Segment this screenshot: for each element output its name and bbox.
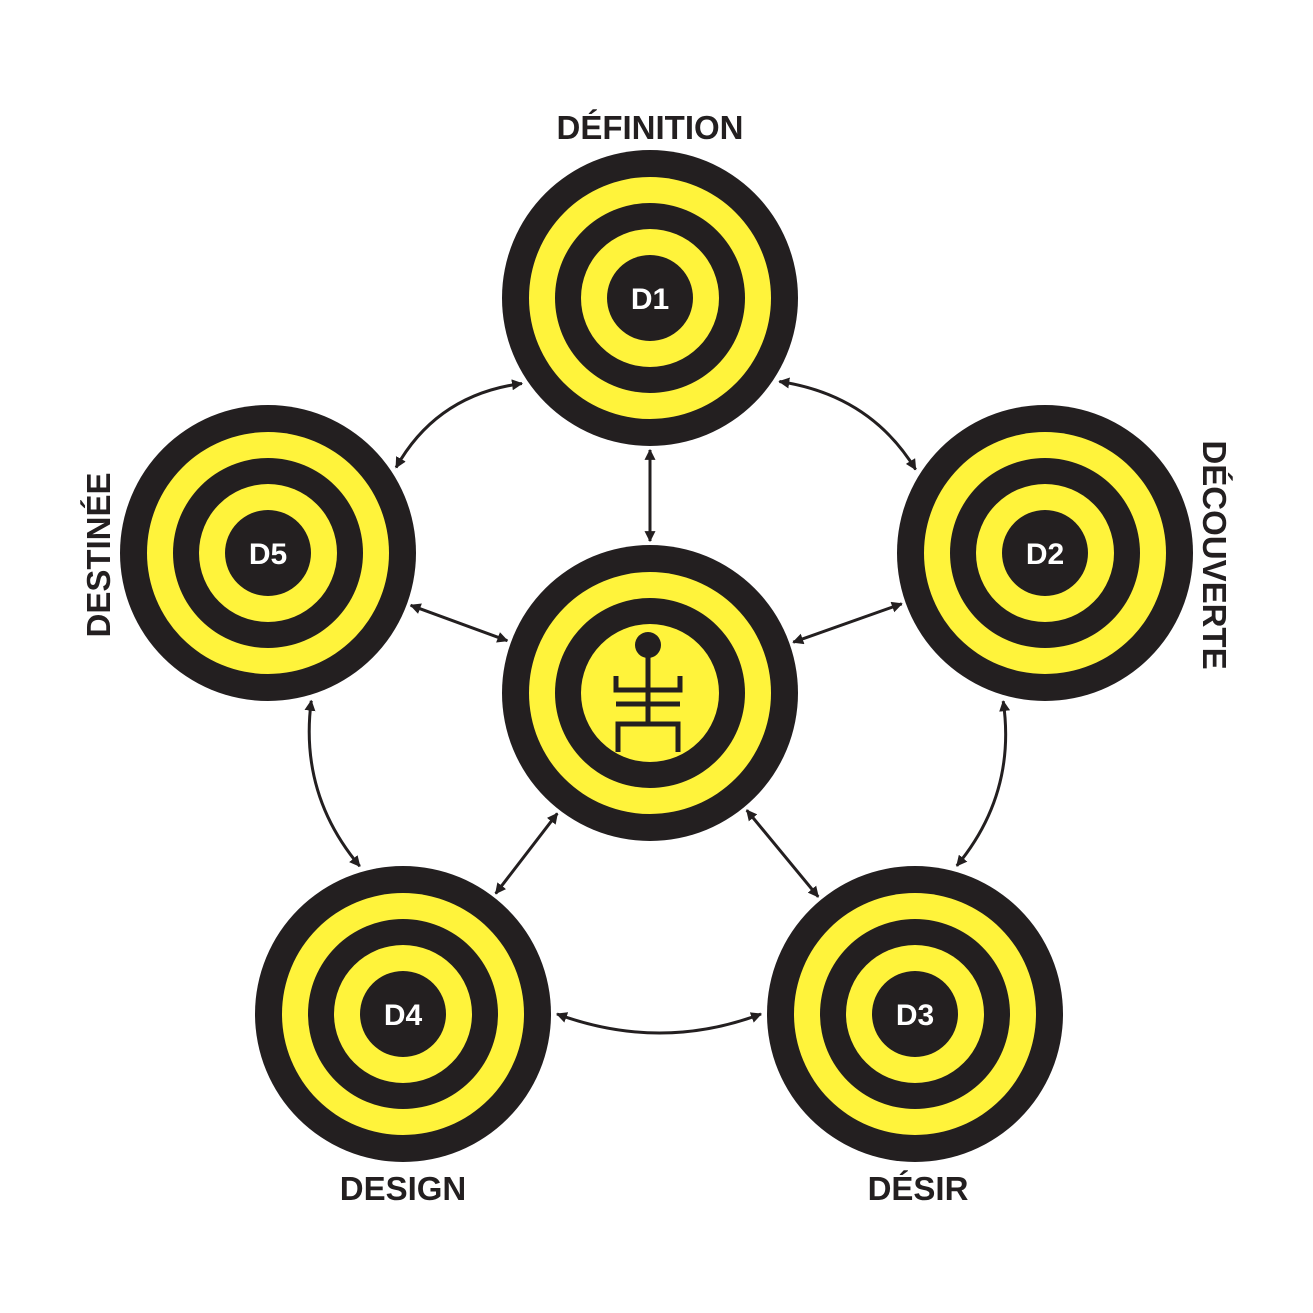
arrow-center-d2: [792, 601, 903, 645]
arrow-d5-d1: [394, 379, 524, 469]
arrow-center-d3: [745, 809, 820, 898]
label-design: DESIGN: [340, 1170, 467, 1207]
target-d3: D3: [767, 866, 1063, 1162]
target-code-d2: D2: [1026, 538, 1064, 571]
center-target: [502, 545, 798, 841]
target-d1: D1: [502, 150, 798, 446]
arrows-layer: [304, 377, 1011, 1035]
target-code-d3: D3: [896, 999, 934, 1032]
arrow-d4-d5: [304, 699, 361, 868]
label-decouverte: DÉCOUVERTE: [1196, 440, 1233, 669]
target-d2: D2: [897, 405, 1193, 701]
arrow-d2-d3: [955, 700, 1011, 867]
arrow-center-d5: [409, 603, 509, 643]
label-desir: DÉSIR: [868, 1170, 969, 1207]
target-d5: D5: [120, 405, 416, 701]
arrow-d3-d4: [555, 1012, 763, 1035]
target-d4: D4: [255, 866, 551, 1162]
arrow-center-d4: [494, 812, 559, 895]
label-definition: DÉFINITION: [557, 109, 744, 146]
target-code-d4: D4: [384, 999, 423, 1032]
person-symbol-icon: [613, 632, 683, 752]
target-code-d5: D5: [249, 538, 287, 571]
arrow-d1-d2: [778, 377, 917, 471]
label-destinee: DESTINÉE: [80, 472, 117, 637]
target-code-d1: D1: [631, 283, 669, 316]
